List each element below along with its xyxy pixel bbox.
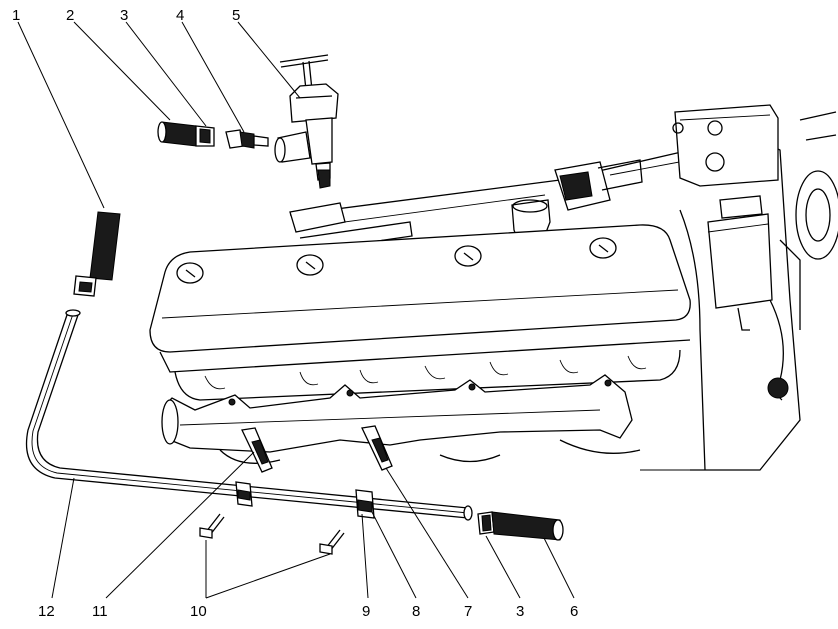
- callout-3-top: 3: [120, 7, 128, 24]
- callout-12: 12: [38, 603, 55, 620]
- exhaust-manifold: [161, 374, 633, 453]
- cylinder-head: [159, 339, 691, 464]
- clamp-right: [355, 489, 375, 519]
- valve-cover: [149, 224, 691, 353]
- callout-labels: 1 2 3 4 5 12 11 10 9 8 7 3 6: [12, 7, 578, 620]
- fitting-3-bottom: [477, 511, 495, 535]
- callout-7: 7: [464, 603, 472, 620]
- bracket-11: [241, 427, 273, 473]
- cover-bolt-3: [454, 245, 482, 267]
- callout-10: 10: [190, 603, 207, 620]
- callout-1: 1: [12, 7, 20, 24]
- leader-lines: [17, 21, 575, 599]
- hose-2: [157, 121, 197, 147]
- hose-1: [73, 211, 121, 297]
- engine-block: [289, 104, 838, 471]
- valve-5: [274, 54, 339, 189]
- hose-6: [491, 511, 564, 541]
- bolt-10-right: [319, 529, 345, 555]
- callout-4: 4: [176, 7, 184, 24]
- callout-11: 11: [92, 603, 108, 620]
- tube-12: [25, 309, 473, 521]
- cover-bolt-2: [296, 254, 324, 276]
- callout-2: 2: [66, 7, 74, 24]
- clamp-left: [235, 481, 253, 507]
- fitting-4: [225, 129, 269, 149]
- fitting-3-top: [195, 125, 215, 147]
- callout-9: 9: [362, 603, 370, 620]
- callout-3-bottom: 3: [516, 603, 524, 620]
- callout-6: 6: [570, 603, 578, 620]
- cover-bolt-4: [589, 237, 617, 259]
- callout-8: 8: [412, 603, 420, 620]
- bracket-7: [361, 425, 393, 471]
- bolt-10-left: [199, 513, 225, 539]
- cover-bolt-1: [176, 262, 204, 284]
- callout-5: 5: [232, 7, 240, 24]
